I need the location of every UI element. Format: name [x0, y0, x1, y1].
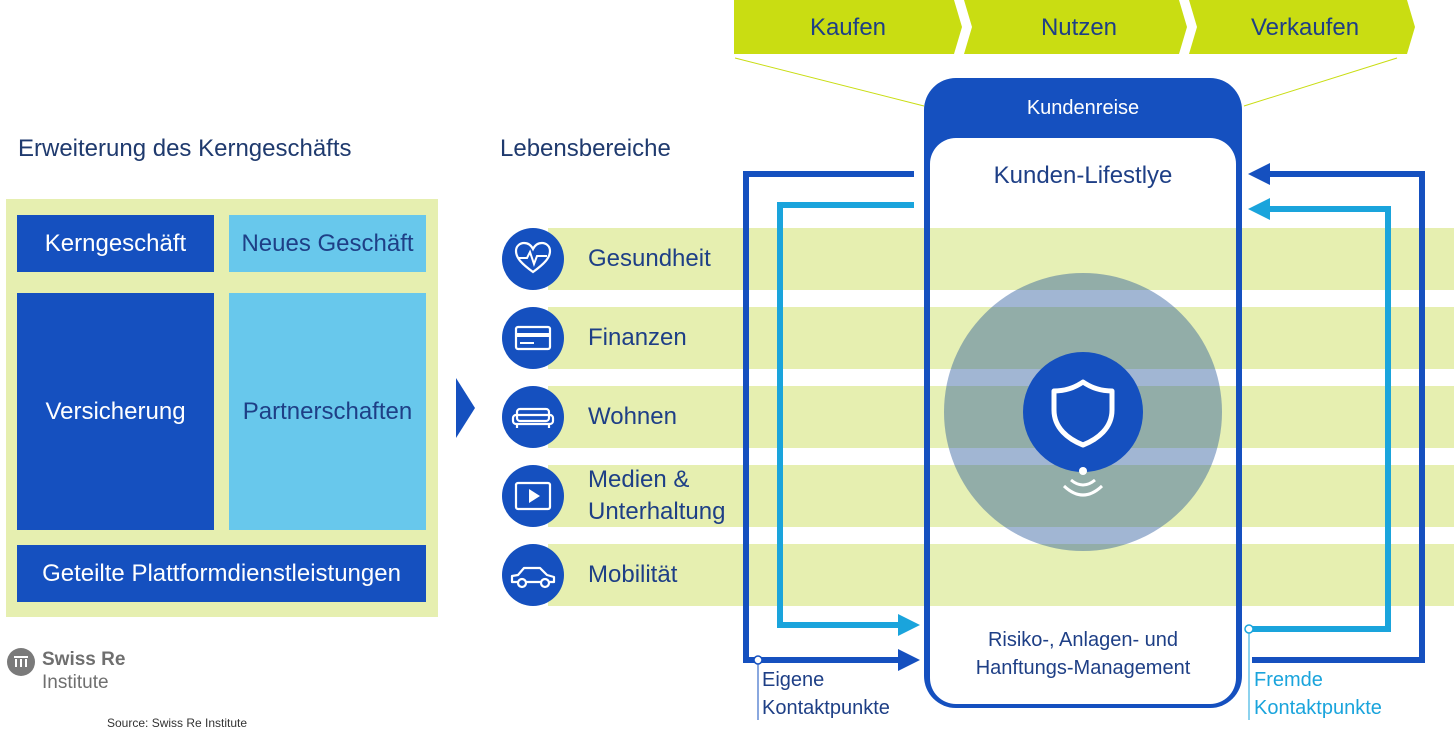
- own-outer-loop: [743, 171, 914, 663]
- foreign-outer-loop: [1252, 171, 1425, 663]
- own-inner-loop: [777, 202, 914, 628]
- label-unterhaltung: Unterhaltung: [588, 498, 726, 525]
- logo-sub: Institute: [42, 672, 109, 693]
- phone-band-5: [930, 544, 1236, 606]
- step-nutzen: Nutzen: [1040, 14, 1118, 41]
- label-medien: Medien &: [588, 466, 690, 493]
- lifestyle-label: Kunden-Lifestlye: [993, 162, 1173, 189]
- sofa-icon: [502, 386, 564, 448]
- life-title: Lebensbereiche: [500, 135, 671, 162]
- foreign-outer-arrowhead: [1248, 163, 1270, 185]
- phone-band-1: [930, 228, 1236, 290]
- swiss-re-logo-icon: [7, 648, 35, 676]
- core-title: Erweiterung des Kerngeschäfts: [18, 135, 352, 162]
- shield-icon: [1023, 352, 1143, 472]
- chevron-verkaufen: [1189, 0, 1415, 54]
- arrow-right-icon: [456, 378, 475, 438]
- neues-geschaeft-box: Neues Geschäft: [229, 215, 426, 272]
- step-verkaufen: Verkaufen: [1250, 14, 1360, 41]
- versicherung-box: Versicherung: [17, 293, 214, 530]
- foreign-contact-line1: Fremde: [1254, 669, 1323, 691]
- plattform-box: Geteilte Plattformdienstleistungen: [17, 545, 426, 602]
- credit-card-icon: [502, 307, 564, 369]
- risk-line-1: Risiko-, Anlagen- und: [987, 629, 1179, 651]
- source-note: Source: Swiss Re Institute: [107, 716, 248, 730]
- risk-line-2: Hanftungs-Management: [975, 657, 1191, 679]
- chevron-nutzen: [964, 0, 1187, 54]
- label-mobilitaet: Mobilität: [588, 561, 678, 588]
- kundenreise-header: Kundenreise: [1026, 97, 1140, 119]
- logo-name: Swiss Re: [42, 649, 126, 670]
- step-kaufen: Kaufen: [809, 14, 887, 41]
- own-contact-line1: Eigene: [762, 669, 825, 691]
- foreign-inner-loop: [1252, 206, 1391, 632]
- label-gesundheit: Gesundheit: [588, 245, 711, 272]
- journey-chevrons: [734, 0, 1415, 54]
- own-outer-arrowhead: [898, 649, 920, 671]
- kerngeschaeft-box: Kerngeschäft: [17, 215, 214, 272]
- foreign-inner-arrowhead: [1248, 198, 1270, 220]
- foreign-contact-line2: Kontaktpunkte: [1254, 697, 1382, 719]
- heart-pulse-icon: [502, 228, 564, 290]
- play-icon: [502, 465, 564, 527]
- funnel-lines: [734, 57, 1398, 107]
- label-finanzen: Finanzen: [588, 324, 687, 351]
- own-inner-arrowhead: [898, 614, 920, 636]
- own-contact-line2: Kontaktpunkte: [762, 697, 890, 719]
- chevron-kaufen: [734, 0, 962, 54]
- partnerschaften-box: Partnerschaften: [229, 293, 426, 530]
- signal-icon: [1062, 467, 1104, 497]
- car-icon: [502, 544, 564, 606]
- label-wohnen: Wohnen: [588, 403, 677, 430]
